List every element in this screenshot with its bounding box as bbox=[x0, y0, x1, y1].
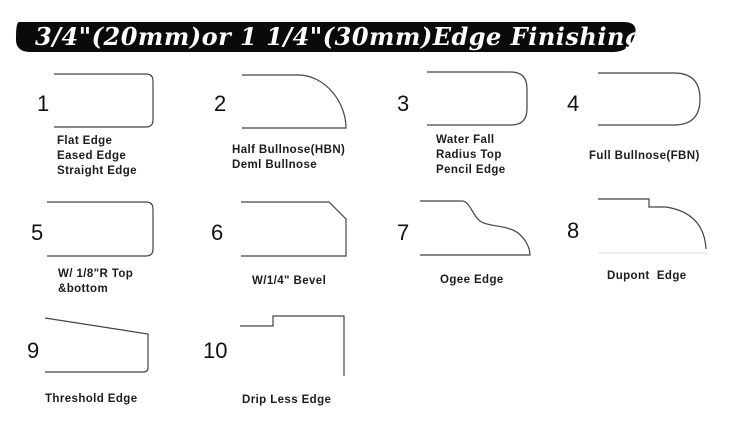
label-line: Drip Less Edge bbox=[242, 394, 332, 406]
page-title: 3/4"(20mm)or 1 1/4"(30mm)Edge Finishings… bbox=[35, 22, 666, 51]
label-line: Eased Edge bbox=[57, 150, 127, 162]
item-label-2: Half Bullnose(HBN) Deml Bullnose bbox=[232, 143, 345, 173]
dupont-profile-icon bbox=[598, 198, 708, 254]
item-label-4: Full Bullnose(FBN) bbox=[589, 149, 700, 164]
flat-edge-profile-icon bbox=[54, 73, 154, 128]
item-label-1: Flat Edge Eased Edge Straight Edge bbox=[57, 134, 137, 179]
label-line: Radius Top bbox=[436, 149, 502, 161]
item-label-7: Ogee Edge bbox=[440, 273, 504, 288]
item-label-5: W/ 1/8"R Top &bottom bbox=[58, 267, 133, 297]
item-number-7: 7 bbox=[397, 220, 410, 245]
item-number-6: 6 bbox=[211, 220, 224, 245]
label-line: Water Fall bbox=[436, 134, 495, 146]
item-number-2: 2 bbox=[214, 91, 227, 116]
label-line: Half Bullnose(HBN) bbox=[232, 144, 346, 156]
item-number-3: 3 bbox=[397, 91, 410, 116]
item-label-3: Water Fall Radius Top Pencil Edge bbox=[436, 133, 506, 178]
item-number-4: 4 bbox=[567, 91, 580, 116]
label-line: Pencil Edge bbox=[436, 164, 506, 176]
item-number-1: 1 bbox=[37, 91, 50, 116]
label-line: W/ 1/8"R Top bbox=[58, 268, 134, 280]
banner-background bbox=[15, 22, 636, 52]
item-label-6: W/1/4" Bevel bbox=[252, 274, 326, 289]
item-number-9: 9 bbox=[27, 338, 40, 363]
drip-less-profile-icon bbox=[240, 315, 345, 376]
label-line: &bottom bbox=[58, 283, 109, 295]
label-line: Deml Bullnose bbox=[232, 159, 318, 171]
label-line: Straight Edge bbox=[57, 165, 137, 177]
full-bullnose-profile-icon bbox=[598, 72, 701, 126]
label-line: Ogee Edge bbox=[440, 274, 504, 286]
water-fall-profile-icon bbox=[427, 71, 528, 126]
eighth-radius-profile-icon bbox=[47, 201, 154, 257]
title-banner: 3/4"(20mm)or 1 1/4"(30mm)Edge Finishings… bbox=[13, 20, 665, 54]
label-line: Full Bullnose(FBN) bbox=[589, 150, 700, 162]
label-line: Threshold Edge bbox=[45, 393, 138, 405]
item-number-5: 5 bbox=[31, 220, 44, 245]
label-line: W/1/4" Bevel bbox=[252, 275, 327, 287]
item-number-8: 8 bbox=[567, 218, 580, 243]
item-label-8: Dupont Edge bbox=[607, 269, 687, 284]
threshold-profile-icon bbox=[44, 317, 149, 373]
label-line: Flat Edge bbox=[57, 135, 113, 147]
item-label-10: Drip Less Edge bbox=[242, 393, 331, 408]
item-label-9: Threshold Edge bbox=[45, 392, 138, 407]
ogee-profile-icon bbox=[420, 200, 531, 256]
half-bullnose-profile-icon bbox=[242, 74, 347, 129]
bevel-profile-icon bbox=[241, 201, 347, 257]
label-line: Dupont Edge bbox=[607, 270, 687, 282]
item-number-10: 10 bbox=[203, 338, 228, 363]
